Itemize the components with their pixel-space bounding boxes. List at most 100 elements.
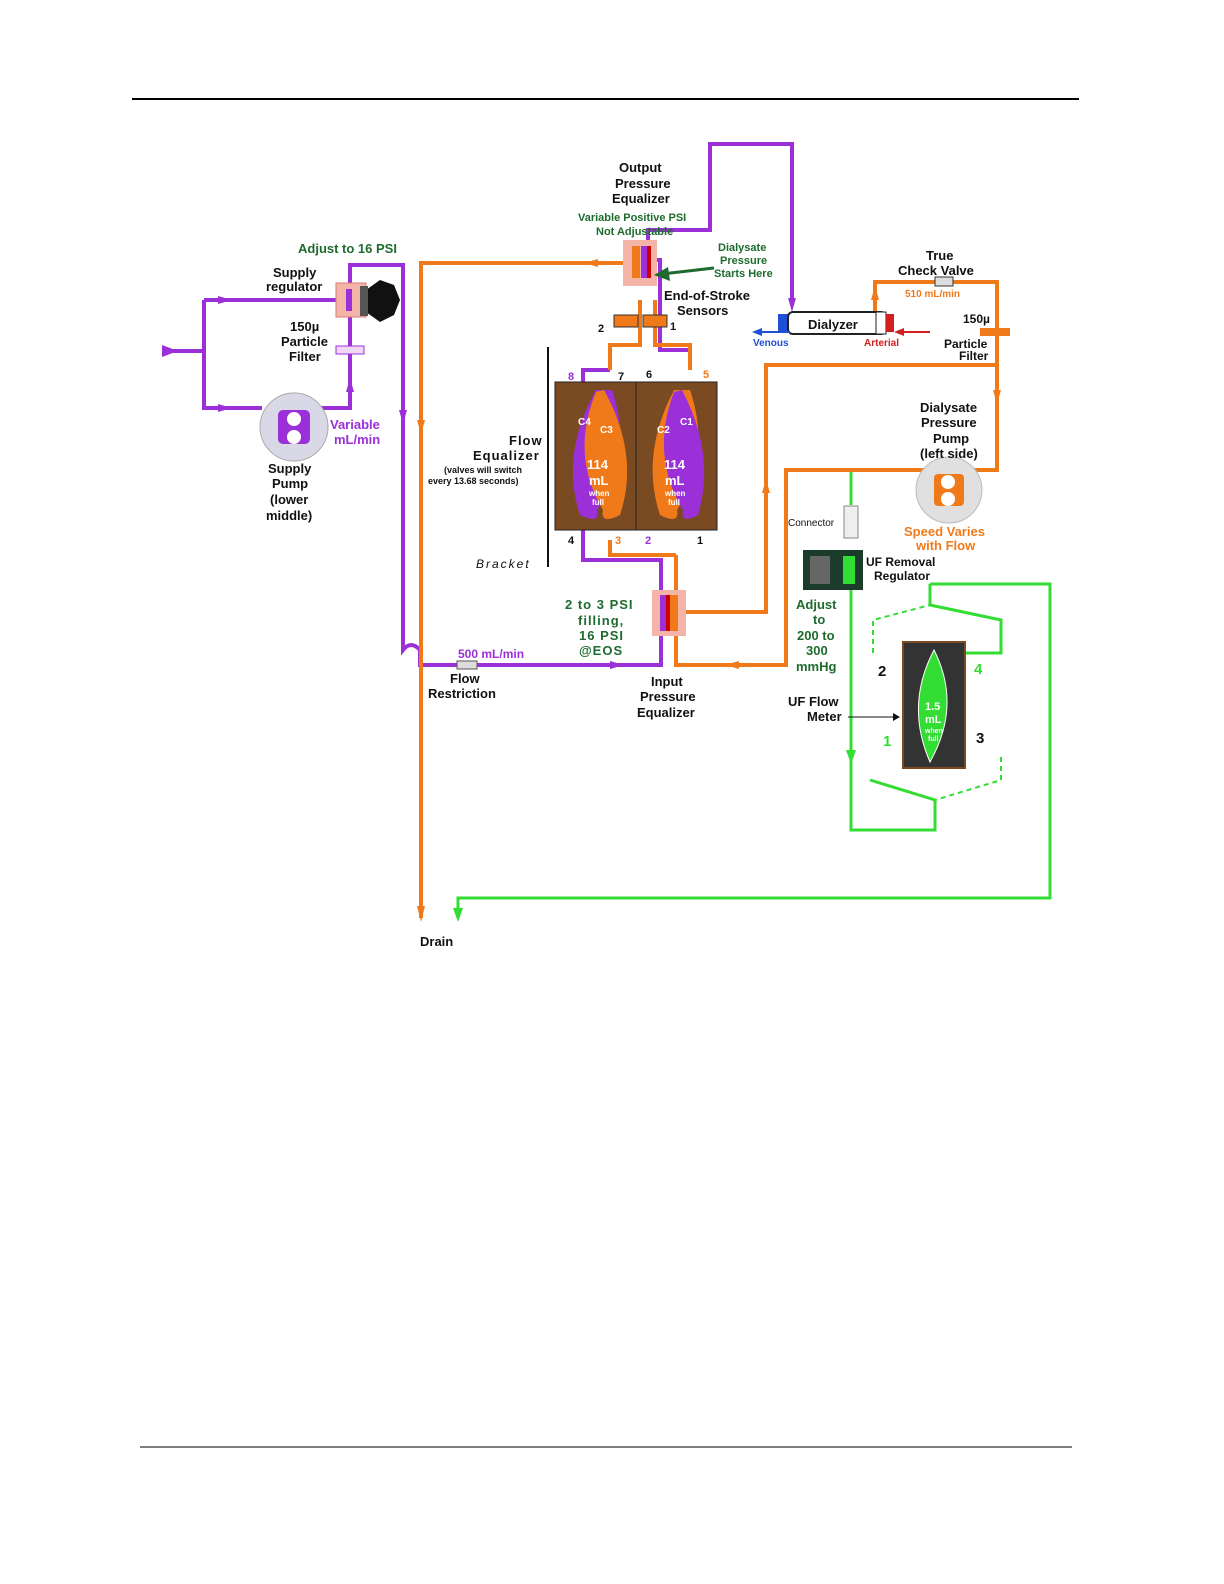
connector-icon [843,505,859,539]
uf-ml-label: mL [925,714,942,726]
dp-pump-label-2: Pressure [921,415,977,430]
particle-filter-right-icon [980,328,1010,336]
eos-label-2: Sensors [677,303,728,318]
uf-valve-4-label: 4 [974,661,983,678]
dp-pump-label: Dialysate [920,400,977,415]
not-adjustable-label: Not Adjustable [596,226,673,238]
supply-pump-label: Supply [268,461,312,476]
filter150r-label-2: Particle [944,337,988,351]
right-when-label: when [664,489,686,498]
variable-ml-label: mL/min [334,432,380,447]
dialysate-arrows [417,259,1001,922]
dialysate-lines [419,261,999,918]
valve-2-label: 2 [645,535,651,547]
valve-6-label: 6 [646,369,652,381]
uf-meter-pointer-head [893,713,900,721]
right-ml-label: mL [665,473,685,488]
output-pressure-equalizer-icon [623,240,657,286]
particle-filter-icon [335,345,365,355]
adjust-mmhg-label-3: 200 to [797,628,835,643]
uf-lines [456,472,1052,910]
dialysate-starts-label: Dialysate [718,242,766,254]
supply-regulator-label-2: regulator [266,279,322,294]
flow-eq-label: Flow [509,433,543,448]
true-check-label: True [926,248,953,263]
flow-510-label: 510 mL/min [905,289,960,300]
dialysate-starts-label-2: Pressure [720,255,767,267]
speed-varies-label: Speed Varies [904,524,985,539]
psi-label-2: filling, [578,613,624,628]
psi-label-3: 16 PSI [579,628,624,643]
flow-eq-label-4: every 13.68 seconds) [428,476,519,486]
uf-full-label: full [928,736,939,743]
valve-1-label: 1 [697,535,703,547]
uf-when-label: when [924,728,943,735]
valve-8-label: 8 [568,371,574,383]
left-volume-label: 114 [587,457,609,472]
flow-eq-label-2: Equalizer [473,448,540,463]
output-eq-label-2: Pressure [615,176,671,191]
c4-label: C4 [578,417,591,428]
drain-label: Drain [420,934,453,949]
check-valve-icon [934,276,954,287]
psi-label: 2 to 3 PSI [565,597,634,612]
valve-3-label: 3 [615,535,621,547]
supply-regulator-icon [335,280,400,322]
uf-flow-meter-icon [902,641,966,769]
uf-regulator-label: UF Removal [866,555,935,569]
adjust-mmhg-label: Adjust [796,597,837,612]
dp-pump-label-4: (left side) [920,446,978,461]
uf-regulator-label-2: Regulator [874,569,930,583]
dialysate-start-arrow [661,266,715,276]
left-full-label: full [592,498,604,507]
uf-valve-2-label: 2 [878,663,886,680]
uf-volume-label: 1.5 [925,701,940,713]
flow-eq-label-3: (valves will switch [444,465,522,475]
uf-meter-label-2: Meter [807,709,842,724]
filter150r-label: 150µ [963,312,990,326]
connector-label: Connector [788,518,835,529]
adjust-mmhg-label-5: mmHg [796,659,837,674]
filter-label: Filter [289,349,321,364]
dialysate-start-arrowhead [654,267,670,281]
venous-label: Venous [753,338,789,349]
adjust-mmhg-label-4: 300 [806,643,828,658]
flow-500-label: 500 mL/min [458,647,524,661]
adjust-mmhg-label-2: to [813,612,825,627]
venous-arrowhead [752,328,762,336]
uf-meter-label: UF Flow [788,694,839,709]
c1-label: C1 [680,417,693,428]
bracket-label: Bracket [476,557,531,571]
flow-restriction-icon [456,660,478,670]
dp-pump-label-3: Pump [933,431,969,446]
dialyzer-label: Dialyzer [808,317,858,332]
arterial-arrowhead [894,328,904,336]
input-pressure-equalizer-icon [652,590,686,636]
dialyzer-icon [778,311,894,335]
input-eq-label: Input [651,674,683,689]
uf-valve-1-label: 1 [883,733,891,750]
flow-restriction-label: Flow [450,671,480,686]
supply-pump-icon [259,392,329,462]
var-pos-psi-label: Variable Positive PSI [578,212,686,224]
filter-particle-label: Particle [281,334,328,349]
supply-regulator-label: Supply [273,265,317,280]
true-check-label-2: Check Valve [898,263,974,278]
c2-label: C2 [657,425,670,436]
psi-label-4: @EOS [579,643,623,658]
uf-removal-regulator-icon [803,550,863,590]
supply-pump-label-3: (lower [270,492,308,507]
supply-pump-label-4: middle) [266,508,312,523]
left-when-label: when [588,489,610,498]
sensor-2-label: 2 [598,323,604,335]
left-ml-label: mL [589,473,609,488]
input-eq-label-3: Equalizer [637,705,695,720]
valve-5-label: 5 [703,369,709,381]
right-volume-label: 114 [664,457,686,472]
adjust-16-psi-label: Adjust to 16 PSI [298,241,397,256]
flow-restriction-label-2: Restriction [428,686,496,701]
sensor-1-label: 1 [670,321,676,333]
eos-sensors-icon [613,314,668,328]
flow-equalizer-chambers [547,347,718,567]
